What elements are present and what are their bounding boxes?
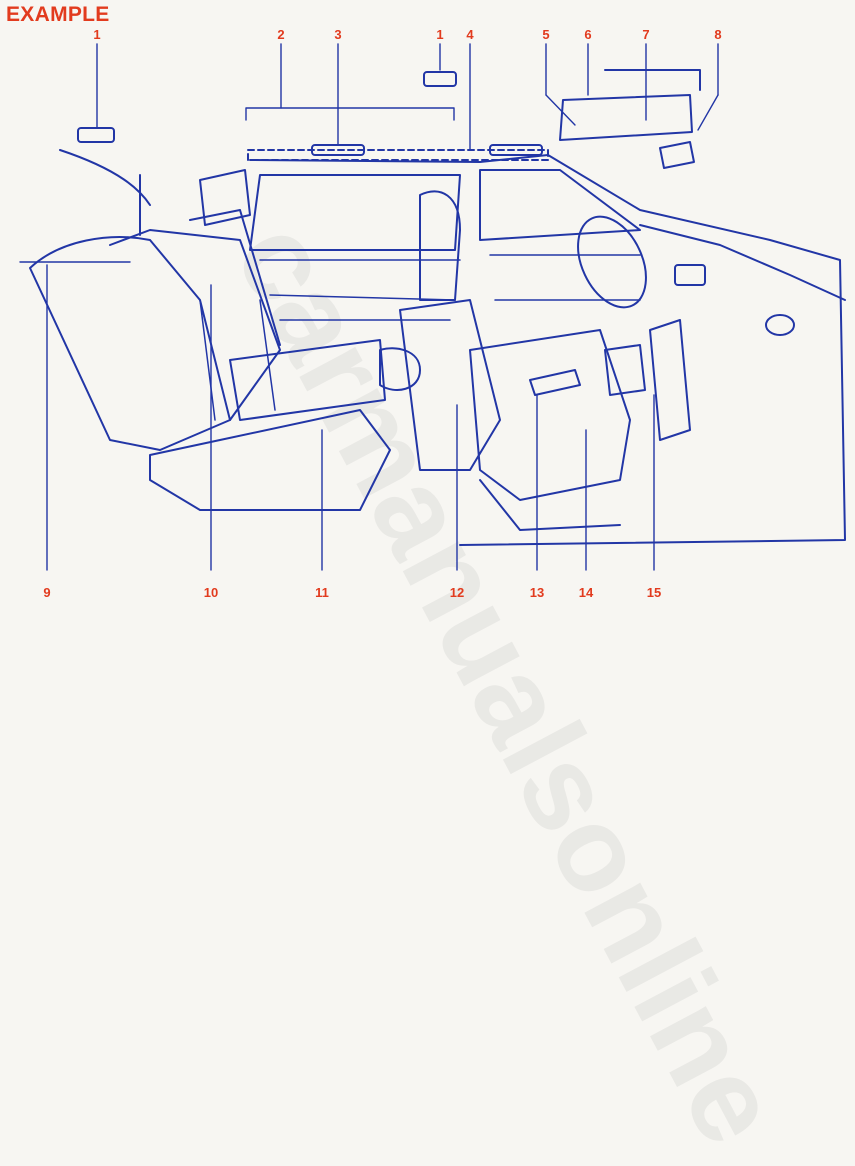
- seat-lever: [529, 369, 581, 396]
- callout-14: 14: [578, 585, 594, 600]
- cup-holder-icon: [379, 347, 421, 391]
- front-seat-back: [399, 299, 501, 471]
- vehicle-interior-diagram: carmanualsonline: [6, 3, 846, 1165]
- callout-12: 12: [449, 585, 465, 600]
- front-dome-light-icon: [423, 71, 457, 87]
- callout-3: 3: [334, 27, 342, 42]
- callout-6: 6: [584, 27, 592, 42]
- callout-15: 15: [646, 585, 662, 600]
- callout-5: 5: [542, 27, 550, 42]
- leader-lines: [19, 43, 719, 571]
- body-outline: [249, 154, 846, 546]
- callout-11: 11: [315, 585, 329, 600]
- front-seat-headrest: [419, 190, 461, 301]
- callout-2: 2: [277, 27, 285, 42]
- callout-10: 10: [203, 585, 219, 600]
- rear-dome-light-icon: [77, 127, 115, 143]
- glovebox-knob-icon: [765, 314, 795, 336]
- gear-shift: [604, 344, 646, 396]
- mirror-icon: [659, 141, 695, 169]
- center-console: [649, 319, 691, 441]
- rear-seat-side: [29, 236, 231, 451]
- front-door-window: [479, 169, 641, 241]
- car-interior-illustration: [19, 43, 846, 571]
- callout-7: 7: [642, 27, 650, 42]
- callout-13: 13: [529, 585, 545, 600]
- callout-4: 4: [466, 27, 474, 42]
- rear-door-window: [249, 174, 461, 251]
- rear-headrest-icon: [199, 169, 251, 226]
- page-title: EXAMPLE: [6, 3, 110, 26]
- rear-seat-cushion: [149, 409, 391, 511]
- callout-8: 8: [714, 27, 722, 42]
- callout-1-front: 1: [436, 27, 444, 42]
- callout-1: 1: [93, 27, 101, 42]
- front-seat-cushion: [469, 329, 631, 501]
- overhead-console: [559, 94, 693, 141]
- steering-wheel: [577, 215, 647, 309]
- roof-rail-airbag: [247, 149, 549, 161]
- vent-icon: [674, 264, 706, 286]
- callout-9: 9: [43, 585, 51, 600]
